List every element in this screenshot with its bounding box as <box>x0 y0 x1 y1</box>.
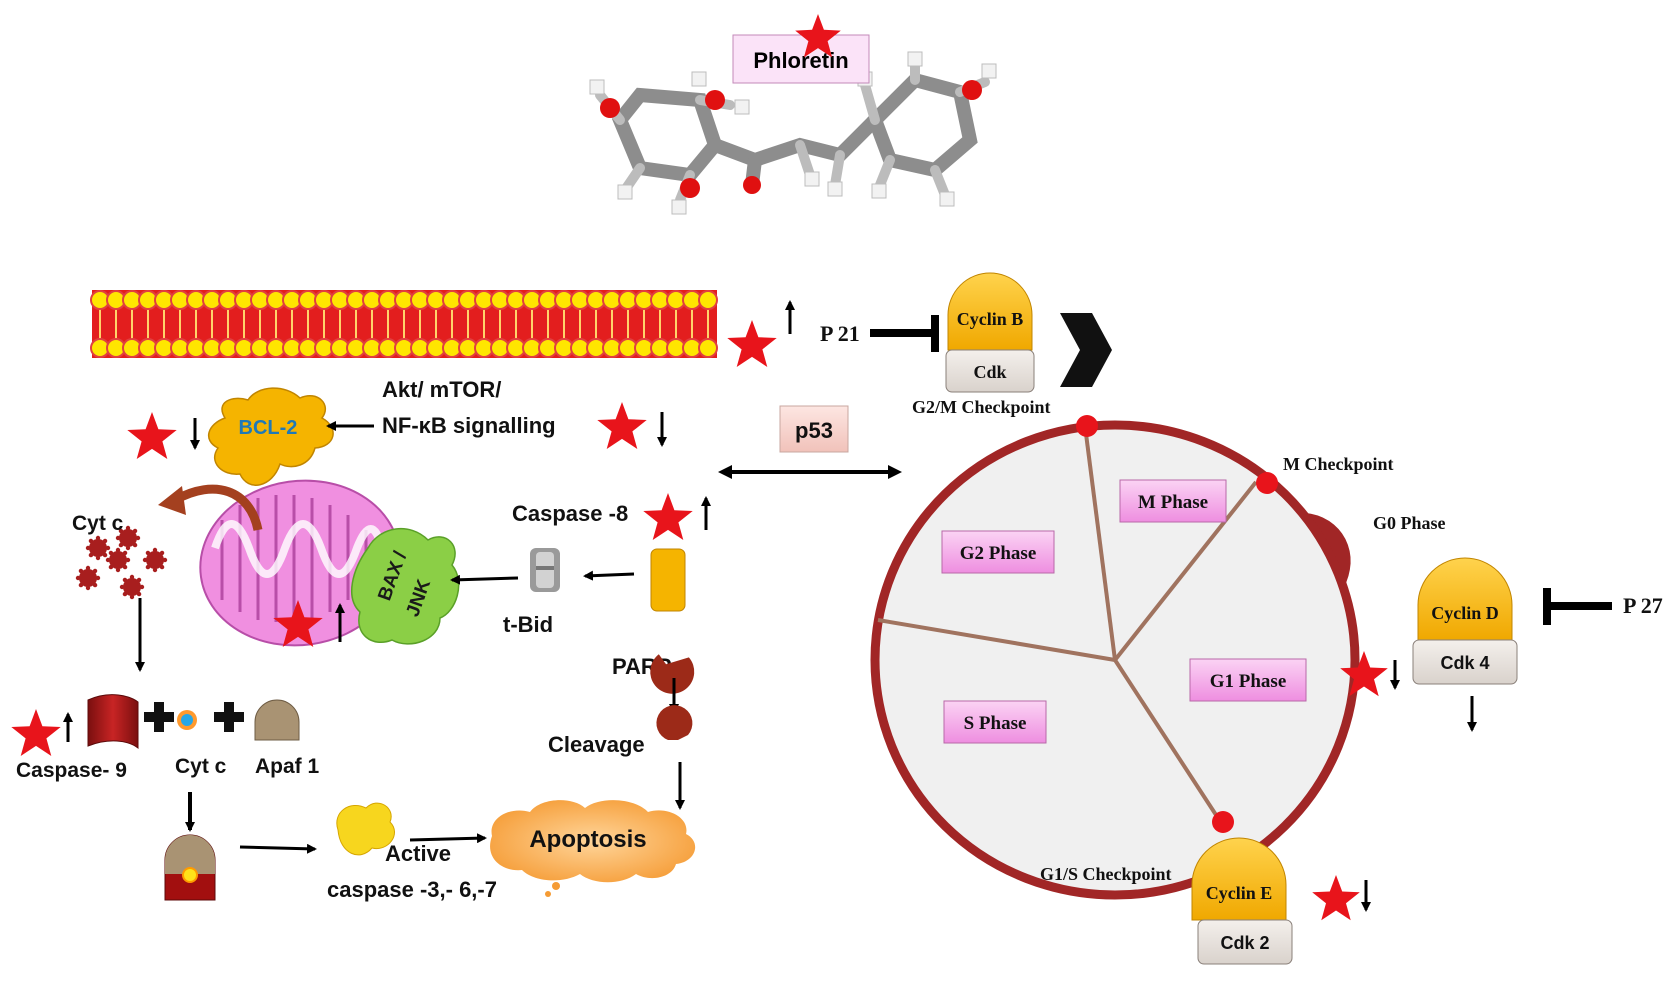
p27-label: P 27 <box>1623 593 1663 618</box>
apaf1-label: Apaf 1 <box>255 755 320 778</box>
phloretin-label: Phloretin <box>732 34 870 84</box>
plus-icon-2 <box>214 702 244 732</box>
cytc-label: Cyt c <box>175 755 227 778</box>
cytc-particle-icon <box>142 547 168 573</box>
cyclin-d-star-icon <box>1340 651 1388 697</box>
svg-text:Cyclin B: Cyclin B <box>957 309 1024 329</box>
caspase9-label: Caspase- 9 <box>16 759 127 782</box>
m-checkpoint-label: M Checkpoint <box>1283 454 1394 474</box>
cyclin-b-complex: Cyclin B Cdk <box>945 272 1035 393</box>
phloretin-star-icon <box>795 14 841 58</box>
bax-star-icon <box>273 600 323 647</box>
svg-text:Cyclin D: Cyclin D <box>1431 603 1499 623</box>
cytc-particle-icon <box>119 574 145 600</box>
g2m-checkpoint-label: G2/M Checkpoint <box>912 397 1051 417</box>
bcl2-protein <box>207 387 334 486</box>
p27-inhibition-line <box>1543 588 1612 625</box>
cleavage-label: Cleavage <box>548 732 645 757</box>
apaf1-protein <box>254 699 300 741</box>
mitochondrion <box>199 479 401 647</box>
phase-dividers <box>877 425 1258 820</box>
cytc-particle-icon <box>85 535 111 561</box>
lipid-head <box>698 338 718 358</box>
caspase9-protein <box>87 694 139 750</box>
tbid-to-bax-arrow <box>450 574 519 585</box>
lipid-bilayer-membrane <box>90 290 718 358</box>
g1-phase-box: G1 Phase <box>1189 658 1307 702</box>
bax-jnk-protein <box>351 527 460 645</box>
cytc-release-arrow <box>172 484 263 532</box>
m-checkpoint-dot <box>1256 472 1278 494</box>
svg-text:Phloretin: Phloretin <box>753 48 848 73</box>
svg-text:G2 Phase: G2 Phase <box>960 543 1037 564</box>
modulation-stars <box>11 14 1388 921</box>
p21-inhibition-line <box>870 315 939 352</box>
plus-icon-1 <box>144 702 174 732</box>
cyclin-e-star-icon <box>1312 875 1360 921</box>
bcl2-star-icon <box>127 412 177 459</box>
akt-mtor-label: Akt/ mTOR/ <box>382 377 501 402</box>
active-caspase-label-2: caspase -3,- 6,-7 <box>327 877 497 902</box>
svg-text:M Phase: M Phase <box>1138 492 1208 513</box>
p53-box: p53 <box>779 405 849 453</box>
svg-text:G1 Phase: G1 Phase <box>1210 671 1287 692</box>
bcl2-label: BCL-2 <box>239 417 298 439</box>
cyclin-e-complex: Cyclin E Cdk 2 <box>1191 837 1293 965</box>
checkpoint-dots <box>1076 415 1278 833</box>
caspase8-protein <box>650 548 686 612</box>
nfkb-signalling-label: NF-κB signalling <box>382 413 556 438</box>
p21-star-icon <box>727 320 777 367</box>
m-phase-box: M Phase <box>1119 479 1227 523</box>
cleaved-parp-protein <box>656 705 693 740</box>
apoptosis-cloud <box>490 800 696 883</box>
cyclin-d-complex: Cyclin D Cdk 4 <box>1412 557 1518 685</box>
svg-text:Cyclin E: Cyclin E <box>1206 883 1273 903</box>
cytc-particle-icon <box>105 547 131 573</box>
g0-phase-label: G0 Phase <box>1373 513 1446 533</box>
s-phase-box: S Phase <box>943 700 1047 744</box>
caspase8-label: Caspase -8 <box>512 501 628 526</box>
p21-label: P 21 <box>820 321 860 346</box>
active-caspase-protein <box>336 802 395 856</box>
cytc-release-arrowhead <box>158 486 186 515</box>
cytc-release-label: Cyt c <box>72 512 124 535</box>
cytc-particle-icon <box>115 525 141 551</box>
tbid-protein <box>530 548 560 592</box>
caspase8-star-icon <box>643 493 693 540</box>
g1s-checkpoint-dot <box>1212 811 1234 833</box>
caspase8-to-tbid-arrow <box>583 570 635 581</box>
svg-text:S Phase: S Phase <box>964 713 1027 734</box>
parp-protein <box>650 654 695 694</box>
cytc-particle <box>177 710 197 730</box>
svg-text:Cdk 4: Cdk 4 <box>1440 653 1489 673</box>
g2m-checkpoint-dot <box>1076 415 1098 437</box>
svg-text:Cdk 2: Cdk 2 <box>1220 933 1269 953</box>
g1s-checkpoint-label: G1/S Checkpoint <box>1040 864 1172 884</box>
svg-text:p53: p53 <box>795 418 833 443</box>
apoptosome <box>164 834 216 901</box>
svg-text:Cdk: Cdk <box>973 362 1006 382</box>
active-caspase-label: Active <box>385 841 451 866</box>
caspase-to-apoptosis-arrow <box>409 833 487 844</box>
cell-cycle-progression-chevron-icon <box>1060 313 1112 387</box>
cytochrome-c-particles <box>75 525 168 600</box>
lipid-head <box>698 290 718 310</box>
cytc-particle-icon <box>75 565 101 591</box>
akt-star-icon <box>597 402 647 449</box>
apoptosome-to-caspase-arrow <box>239 843 317 854</box>
g2-phase-box: G2 Phase <box>941 530 1055 574</box>
apoptosis-label: Apoptosis <box>529 826 646 853</box>
caspase9-star-icon <box>11 709 61 756</box>
tbid-label: t-Bid <box>503 612 553 637</box>
